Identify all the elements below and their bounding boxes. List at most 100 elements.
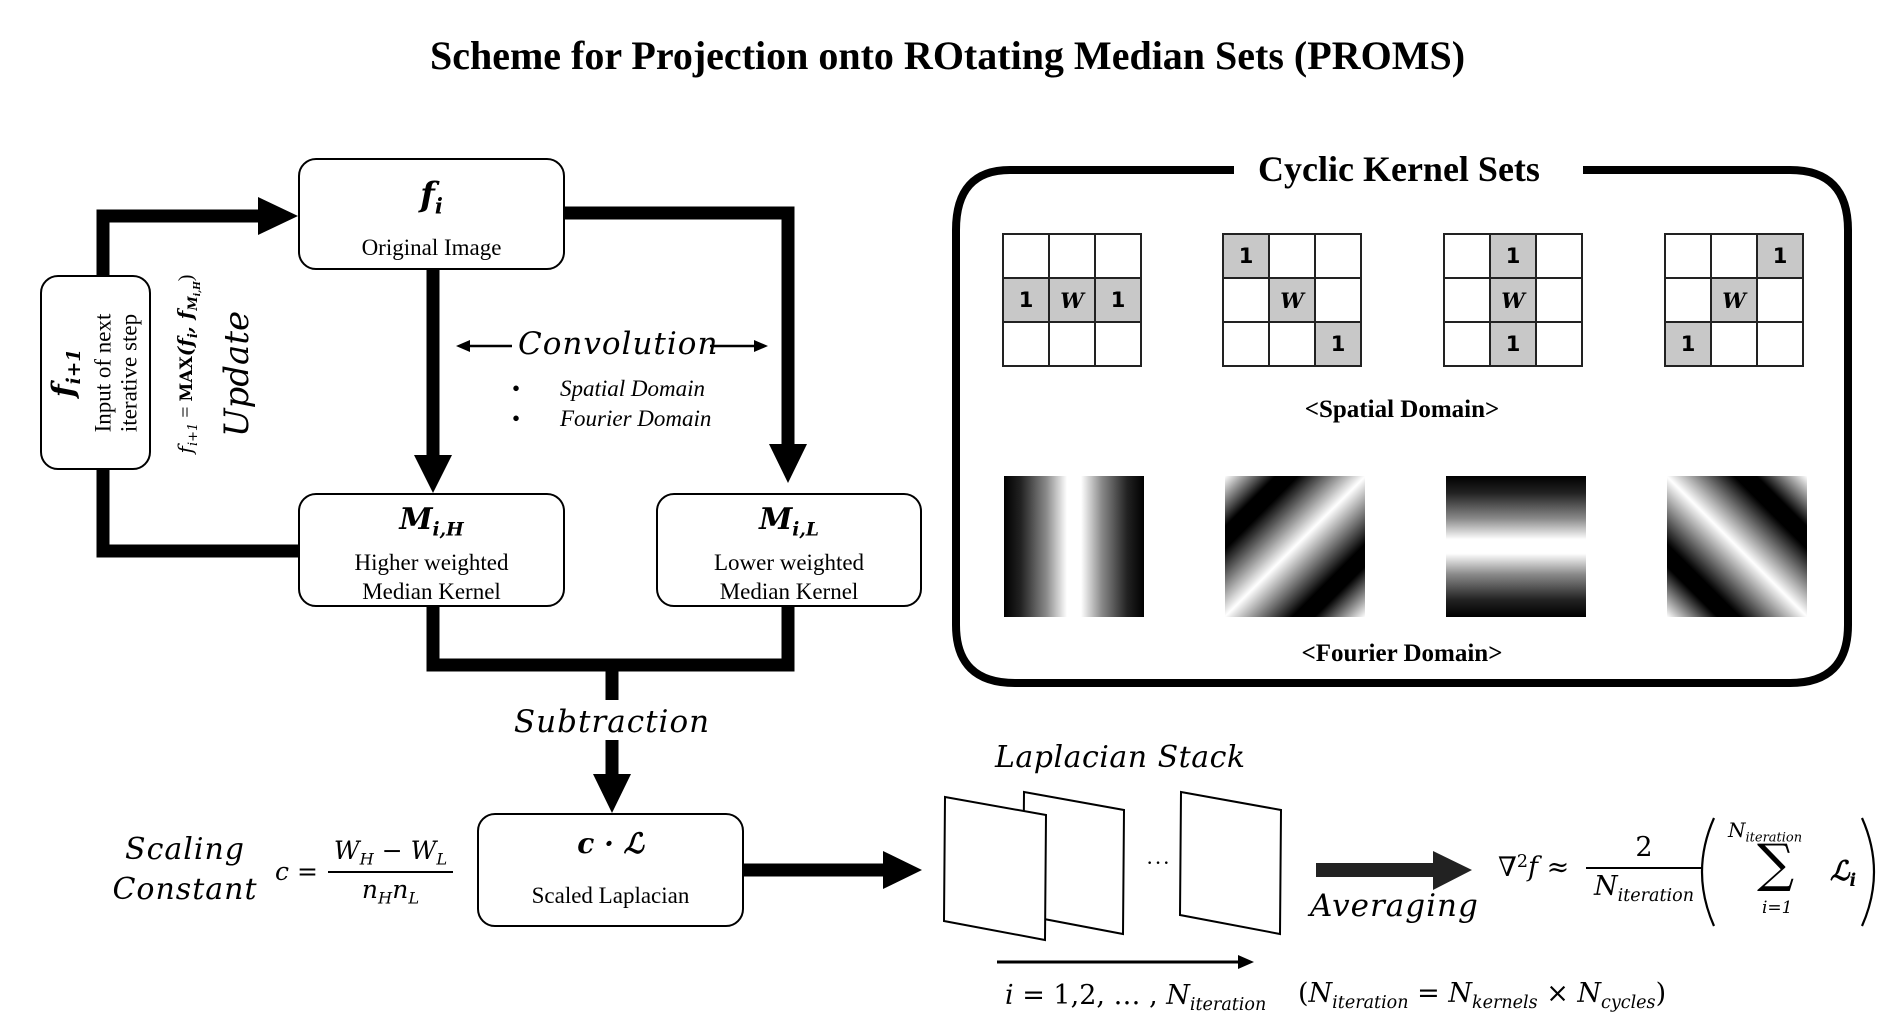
cyclic-kernel-border: [952, 166, 1852, 687]
scaling-constant-label: Scaling Constant: [110, 830, 260, 910]
cyclic-kernel-title: Cyclic Kernel Sets: [1258, 149, 1540, 189]
kernel-cell: 1: [1314, 321, 1362, 367]
higher-kernel-label-2: Median Kernel: [362, 578, 501, 604]
arrowhead-to-stack: [883, 851, 922, 889]
kernel-cell: [1535, 277, 1583, 323]
spatial-domain-label: <Spatial Domain>: [1304, 396, 1500, 423]
iteration-count-note: (Niteration = Nkernels × Ncycles): [1298, 978, 1667, 1014]
kernel-cell: 1: [1489, 321, 1537, 367]
averaging-arrow-head: [1433, 851, 1472, 890]
fourier-pattern-diagonal-ascending: [1225, 476, 1365, 617]
kernel-cell: [1756, 277, 1804, 323]
higher-kernel-symbol: Mi,H: [399, 502, 464, 541]
next-input-symbol: fi+1: [46, 348, 85, 397]
next-input-node: fi+1 Input of next iterative step: [40, 275, 151, 470]
formula-frac-denominator: Niteration: [1594, 871, 1694, 907]
laplacian-formula-fraction: 2 Niteration: [1586, 832, 1702, 906]
convolution-domain-list: •Spatial Domain •Fourier Domain: [512, 374, 711, 434]
kernel-cell: [1710, 233, 1758, 279]
scaling-formula-denominator: nHnL: [361, 874, 420, 908]
arrowhead-to-laplacian: [593, 774, 631, 813]
original-image-label: Original Image: [361, 235, 502, 261]
sum-term: ℒi: [1830, 856, 1857, 892]
fourier-pattern-vertical-stripes: [1004, 476, 1144, 617]
averaging-arrow-shaft: [1316, 863, 1434, 877]
sum-symbol: ∑: [1757, 834, 1795, 894]
laplacian-stack-label: Laplacian Stack: [995, 740, 1246, 775]
kernel-cell: 1: [1002, 277, 1050, 323]
kernel-cell: 1: [1756, 233, 1804, 279]
fourier-domain-label: <Fourier Domain>: [1301, 640, 1503, 667]
kernel-cell: [1710, 321, 1758, 367]
fourier-pattern-diagonal-descending: [1667, 476, 1807, 617]
update-label: Update: [217, 310, 257, 438]
kernel-cell: [1756, 321, 1804, 367]
sum-lower-limit: i=1: [1762, 898, 1793, 918]
kernel-cell: [1268, 233, 1316, 279]
sum-right-paren: [1860, 817, 1876, 927]
kernel-cell: 1: [1664, 321, 1712, 367]
kernel-cell: [1443, 321, 1491, 367]
kernel-cell: [1094, 233, 1142, 279]
kernel-cell: [1002, 233, 1050, 279]
kernel-cell: 1: [1489, 233, 1537, 279]
arrowhead-to-higher: [414, 455, 452, 493]
kernel-cell: W: [1710, 277, 1758, 323]
laplacian-formula-lhs: ∇2f ≈: [1498, 852, 1570, 883]
original-image-symbol: fi: [420, 175, 443, 219]
sum-left-paren: [1700, 817, 1716, 927]
stack-ellipsis: ···: [1146, 850, 1171, 875]
kernel-cell: [1535, 321, 1583, 367]
kernel-cell: 1: [1094, 277, 1142, 323]
kernel-cell: W: [1268, 277, 1316, 323]
feedback-line-bottom: [96, 470, 298, 558]
scaled-laplacian-symbol: c · ℒ: [577, 827, 644, 860]
line-original-to-lower: [565, 206, 795, 445]
convolution-arrow-left-head: [456, 340, 470, 352]
higher-kernel-label-1: Higher weighted: [354, 549, 509, 575]
lower-kernel-node: Mi,L Lower weighted Median Kernel: [656, 493, 922, 607]
kernel-cell: [1443, 233, 1491, 279]
kernel-cell: 1: [1222, 233, 1270, 279]
kernel-cell: [1268, 321, 1316, 367]
next-input-label-1: Input of next: [89, 313, 115, 432]
kernel-cell: [1314, 233, 1362, 279]
kernel-cell: [1664, 277, 1712, 323]
original-image-node: fi Original Image: [298, 158, 565, 270]
kernel-cell: [1222, 277, 1270, 323]
arrowhead-to-lower: [769, 444, 807, 483]
kernel-cell: [1314, 277, 1362, 323]
kernel-cell: W: [1489, 277, 1537, 323]
stack-sheet-1: [942, 795, 1048, 942]
convolution-domain-item: •Spatial Domain: [512, 376, 706, 401]
kernel-cell: [1664, 233, 1712, 279]
kernel-cell: [1048, 233, 1096, 279]
scaling-label-line1: Scaling: [125, 832, 245, 867]
scaling-constant-formula: c = WH − WL nHnL: [275, 836, 454, 908]
subtraction-label: Subtraction: [513, 704, 711, 740]
kernel-cell: [1048, 321, 1096, 367]
iteration-arrow-head: [1238, 955, 1254, 969]
kernel-cell: [1535, 233, 1583, 279]
scaling-label-line2: Constant: [112, 872, 258, 907]
feedback-line-top: [96, 209, 258, 275]
scaled-laplacian-label: Scaled Laplacian: [531, 883, 690, 908]
sum-upper-limit: Niteration: [1728, 818, 1803, 846]
formula-frac-numerator: 2: [1586, 832, 1702, 869]
scaling-formula-lhs: c =: [275, 857, 318, 887]
next-input-label-2: iterative step: [115, 313, 141, 432]
averaging-label: Averaging: [1310, 888, 1479, 924]
higher-kernel-node: Mi,H Higher weighted Median Kernel: [298, 493, 565, 607]
lower-kernel-label-2: Median Kernel: [719, 578, 859, 604]
kernel-cell: [1222, 321, 1270, 367]
kernel-cell: [1002, 321, 1050, 367]
lower-kernel-symbol: Mi,L: [759, 502, 819, 541]
stack-sheet-n: [1178, 790, 1283, 936]
convolution-arrow-right-head: [754, 340, 768, 352]
kernel-cell: [1094, 321, 1142, 367]
kernel-cell: [1443, 277, 1491, 323]
